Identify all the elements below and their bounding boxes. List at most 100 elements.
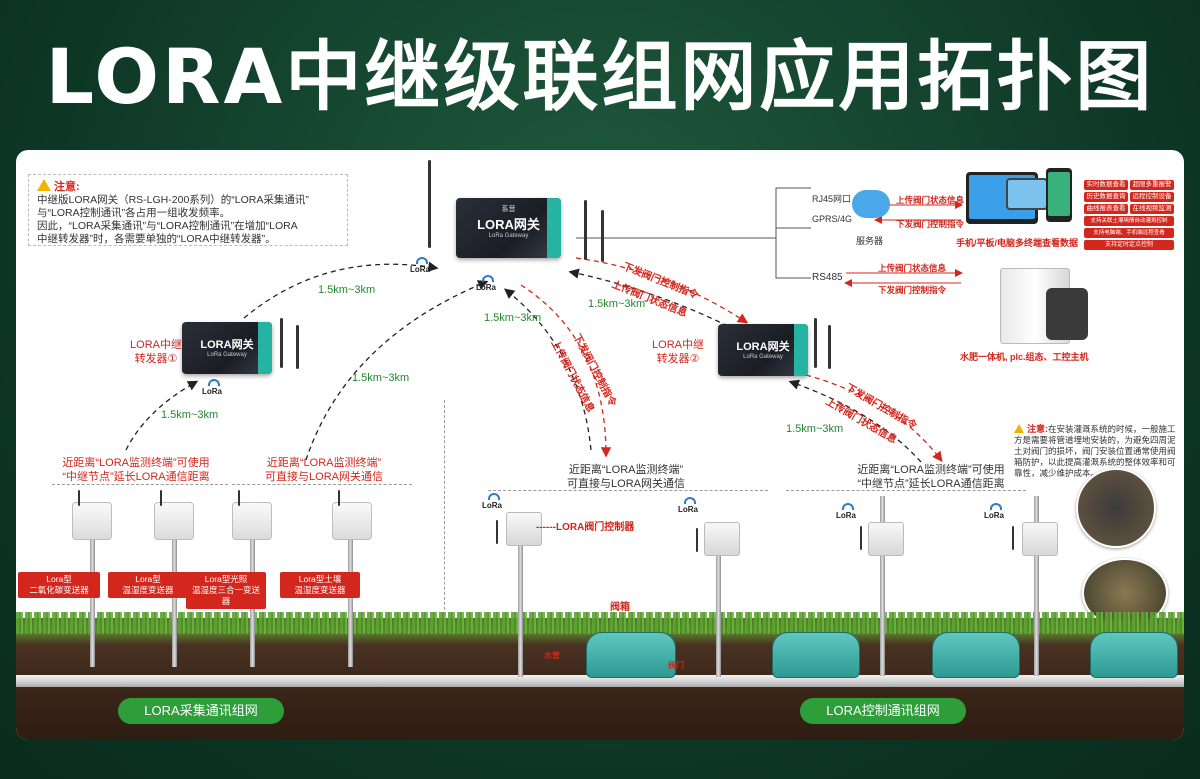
arrow-relay2-gateway-up — [568, 268, 737, 331]
sensor-antenna — [338, 490, 340, 506]
relay2-label-line2: 转发器② — [656, 353, 700, 365]
water-pipe — [16, 675, 1184, 687]
valve-box — [772, 632, 860, 678]
rs485-up-status: 上传阀门状态信息 — [878, 263, 947, 273]
tablet-icon — [1006, 178, 1048, 210]
relay2-antenna — [828, 325, 831, 369]
sensor-tag: Lora型光照 温湿度三合一变送器 — [186, 572, 266, 609]
feature-tag: 在线视频监测 — [1130, 204, 1174, 214]
temp-humidity-sensor — [154, 502, 194, 540]
gateway-antenna-3 — [601, 210, 604, 262]
relay1-label-line1: LORA中继 — [130, 339, 182, 351]
sensor-antenna — [238, 490, 240, 506]
control-note-left-line2: 可直接与LORA网关通信 — [567, 478, 685, 490]
distance-label: 1.5km~3km — [318, 284, 376, 296]
server-up-status: 上传阀门状态信息 — [896, 195, 965, 205]
relay1-antenna — [280, 318, 283, 368]
arrow-relay1-gateway — [243, 261, 439, 319]
arrow-sensors-gateway — [305, 280, 489, 461]
relay2-antenna — [814, 318, 817, 368]
note-right-head: 注意: — [1027, 424, 1048, 434]
note-left-head: 注意: — [54, 181, 80, 193]
arrow-relay2-far-down — [805, 374, 943, 463]
collect-network-label: LORA采集通讯组网 — [118, 698, 284, 724]
co2-sensor — [72, 502, 112, 540]
relay1-sub: LoRa Gateway — [207, 352, 247, 358]
controller-label: ------LORA阀门控制器 — [536, 522, 635, 533]
light-sensor — [232, 502, 272, 540]
page-title: LORA中继级联组网应用拓扑图 — [45, 32, 1155, 121]
sensor-antenna — [160, 490, 162, 506]
relay1-device: LORA网关 LoRa Gateway — [182, 322, 272, 374]
sensor-tag-line2: 二氧化碳变送器 — [29, 585, 89, 595]
fertigation-label: 水肥一体机, plc.组态、工控主机 — [960, 352, 1089, 362]
sensor-tag-line1: Lora型土壤 — [298, 574, 342, 584]
collect-note-left-line2: “中继节点”延长LORA通信距离 — [62, 471, 210, 483]
grass-strip — [16, 612, 1184, 634]
sensor-tag-line2: 温湿度三合一变送器 — [191, 585, 260, 606]
arrow-gateway-relay2-down — [575, 257, 749, 324]
collect-note-right: 近距离“LORA监测终端” 可直接与LORA网关通信 — [234, 456, 414, 484]
relay2-sub: LoRa Gateway — [743, 354, 783, 360]
pump-icon — [1046, 288, 1088, 340]
relay2-name: LORA网关 — [736, 341, 790, 353]
arrow-sensors-relay1 — [125, 380, 199, 451]
collect-note-right-line2: 可直接与LORA网关通信 — [265, 471, 383, 483]
arrow-controller-gateway-up — [503, 288, 592, 451]
sensor-tag-line1: Lora型 — [46, 574, 72, 584]
feature-tag: 实时数据查看 — [1084, 180, 1128, 190]
note-left-line1: 中继版LORA网关（RS-LGH-200系列）的“LORA采集通讯” — [37, 194, 309, 206]
controller-antenna — [860, 526, 862, 550]
lora-signal-icon: LoRa — [474, 275, 498, 296]
valve-controller — [704, 522, 740, 556]
control-note-left: 近距离“LORA监测终端” 可直接与LORA网关通信 — [536, 463, 716, 491]
topology-panel: 注意: 中继版LORA网关（RS-LGH-200系列）的“LORA采集通讯” 与… — [16, 150, 1184, 740]
relay2-label-line1: LORA中继 — [652, 339, 704, 351]
feature-tag: 支持定时定点控制 — [1084, 240, 1174, 250]
gateway-brand: 系音 — [501, 206, 516, 213]
relay2-device: LORA网关 LoRa Gateway — [718, 324, 808, 376]
sensor-tag: Lora型 二氧化碳变送器 — [18, 572, 100, 598]
rs485-label: RS485 — [812, 272, 843, 283]
valve-controller — [1022, 522, 1058, 556]
rs485-down-cmd: 下发阀门控制指令 — [878, 285, 947, 295]
controller-pole — [880, 496, 885, 676]
note-left: 注意: 中继版LORA网关（RS-LGH-200系列）的“LORA采集通讯” 与… — [28, 174, 348, 246]
valve-controller — [506, 512, 542, 546]
lora-signal-icon: LoRa — [480, 493, 504, 514]
valve-box — [1090, 632, 1178, 678]
note-left-line4: 中继转发器”时，各需要单独的“LORA中继转发器”。 — [37, 233, 276, 245]
lora-gateway-device: 系音 LORA网关 LoRa Gateway — [456, 198, 561, 258]
lora-signal-icon: LoRa — [200, 379, 224, 400]
feature-tag: 超限多重报警 — [1130, 180, 1174, 190]
note-left-line3: 因此，“LORA采集通讯”与“LORA控制通讯”在增加“LORA — [37, 220, 298, 232]
valve-label: 阀门 — [668, 661, 684, 670]
valve-controller — [868, 522, 904, 556]
collect-frame-left — [52, 484, 228, 485]
distance-label: 1.5km~3km — [161, 409, 219, 421]
controller-pole — [1034, 496, 1039, 676]
collect-frame-right — [232, 484, 412, 485]
controller-pole — [518, 542, 523, 677]
lora-signal-icon: LoRa — [676, 497, 700, 518]
sensor-tag-line2: 温湿度变送器 — [122, 585, 174, 595]
server-down-cmd: 下发阀门控制指令 — [896, 219, 965, 229]
control-frame-left — [488, 490, 768, 491]
sensor-tag: Lora型土壤 温湿度变送器 — [280, 572, 360, 598]
control-note-left-line1: 近距离“LORA监测终端” — [568, 464, 684, 476]
valve-box — [932, 632, 1020, 678]
controller-pole — [716, 542, 721, 677]
valve-box-label: 阀箱 — [610, 602, 630, 613]
line-gateway-system — [576, 187, 811, 279]
warning-icon — [1014, 424, 1024, 433]
controller-antenna — [696, 528, 698, 552]
warning-icon — [37, 179, 51, 191]
sensor-tag-line1: Lora型光照 — [204, 574, 248, 584]
gateway-sub: LoRa Gateway — [488, 233, 529, 239]
controller-antenna — [496, 520, 498, 544]
relay1-label: LORA中继 转发器① — [116, 338, 196, 366]
note-right-text: 在安装灌溉系统的时候，一般施工方是需要将管道埋地安装的，为避免四周泥土对阀门的损… — [1014, 424, 1176, 478]
distance-label: 1.5km~3km — [484, 312, 542, 324]
lora-signal-icon: LoRa — [834, 503, 858, 524]
note-left-line2: 与“LORA控制通讯”各占用一组收发频率。 — [37, 207, 231, 219]
